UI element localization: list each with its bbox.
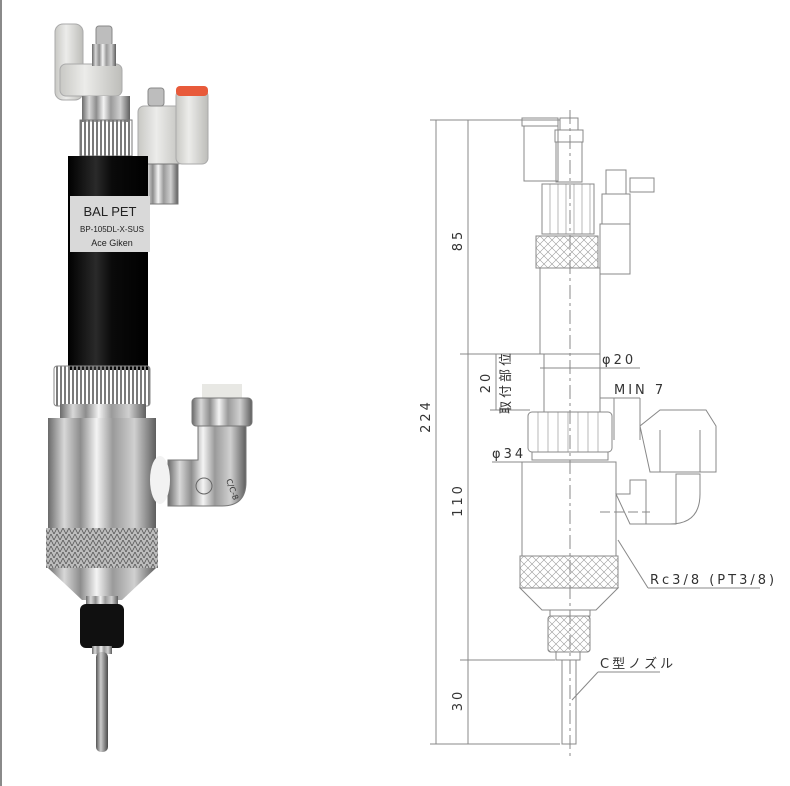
black-cylinder <box>68 156 148 370</box>
dim-85: 85 <box>451 229 466 252</box>
label-brand: BAL PET <box>84 204 137 219</box>
dim-phi20: φ20 <box>602 353 636 368</box>
technical-drawing: 224 85 110 30 20 取付部位 φ20 φ34 MIN 7 Rc3/… <box>419 110 777 760</box>
product-label <box>70 196 150 252</box>
nozzle-callout: C型ノズル <box>600 656 676 672</box>
dim-110: 110 <box>451 483 466 517</box>
dim-30: 30 <box>451 689 466 712</box>
dim-224: 224 <box>419 399 434 433</box>
steel-body <box>48 418 156 530</box>
dim-min7: MIN 7 <box>614 383 666 398</box>
cone <box>48 568 156 600</box>
label-maker: Ace Giken <box>91 238 133 248</box>
top-air-fitting <box>54 23 133 157</box>
product-photo: BAL PET BP-105DL-X-SUS Ace Giken C/C-8 <box>46 23 253 752</box>
mount-label: 取付部位 <box>499 350 514 414</box>
upper-knurled-nut <box>53 365 151 407</box>
dim-20: 20 <box>479 371 494 394</box>
side-air-fitting <box>137 86 209 205</box>
nozzle-rod <box>96 652 108 752</box>
nozzle-holder <box>80 604 124 648</box>
label-model: BP-105DL-X-SUS <box>80 225 144 234</box>
fluid-inlet-elbow: C/C-8 <box>150 384 253 507</box>
dim-phi34: φ34 <box>492 447 526 462</box>
thread-callout: Rc3/8 (PT3/8) <box>650 573 777 588</box>
